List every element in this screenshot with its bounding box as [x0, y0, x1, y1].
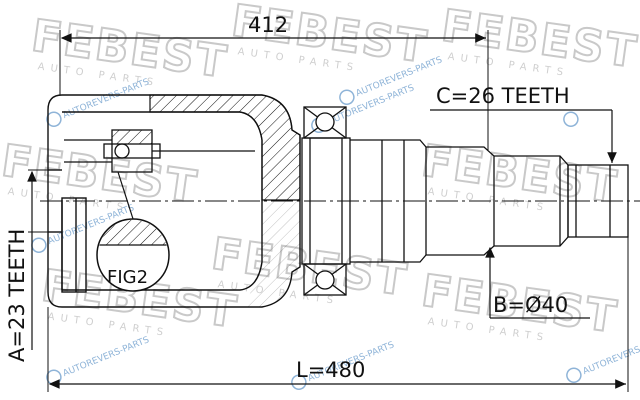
- dimension-l-480: L=480: [47, 237, 629, 392]
- dimension-412-label: 412: [248, 13, 288, 37]
- svg-text:AUTOREVERS-PARTS: AUTOREVERS-PARTS: [62, 77, 151, 121]
- bearing-ball: [315, 270, 335, 290]
- bearing-ball: [315, 112, 335, 132]
- watermark-logo: FEBEST AUTO PARTS: [417, 134, 622, 214]
- dimension-a-teeth: A=23 TEETH: [5, 169, 48, 362]
- watermark-logo: FEBEST AUTO PARTS: [0, 134, 202, 214]
- watermark-layer: FEBEST AUTO PARTS FEBEST AUTO PARTS FEBE…: [0, 0, 640, 390]
- tripod-element: [64, 129, 255, 173]
- c-teeth-label: C=26 TEETH: [436, 84, 570, 108]
- tripod-hatch: [112, 130, 152, 144]
- b-diameter-label: B=Ø40: [493, 293, 568, 317]
- watermark-site: [563, 111, 579, 127]
- watermark-site: AUTOREVERS-PARTS: [46, 77, 151, 127]
- l-480-label: L=480: [296, 358, 365, 382]
- fig2-label: FIG2: [107, 267, 148, 288]
- watermark-logo: FEBEST AUTO PARTS: [437, 0, 640, 79]
- housing-section-hatch: [245, 200, 300, 307]
- output-shaft: [350, 139, 629, 263]
- svg-text:AUTOREVERS-PARTS: AUTOREVERS-PARTS: [62, 335, 151, 379]
- a-teeth-label: A=23 TEETH: [5, 229, 29, 362]
- watermark-site: AUTOREVERS-PARTS: [46, 335, 151, 385]
- dimension-c-teeth: C=26 TEETH: [430, 84, 617, 163]
- dimension-b-diameter: B=Ø40: [485, 246, 590, 319]
- dimension-412: 412: [59, 13, 489, 150]
